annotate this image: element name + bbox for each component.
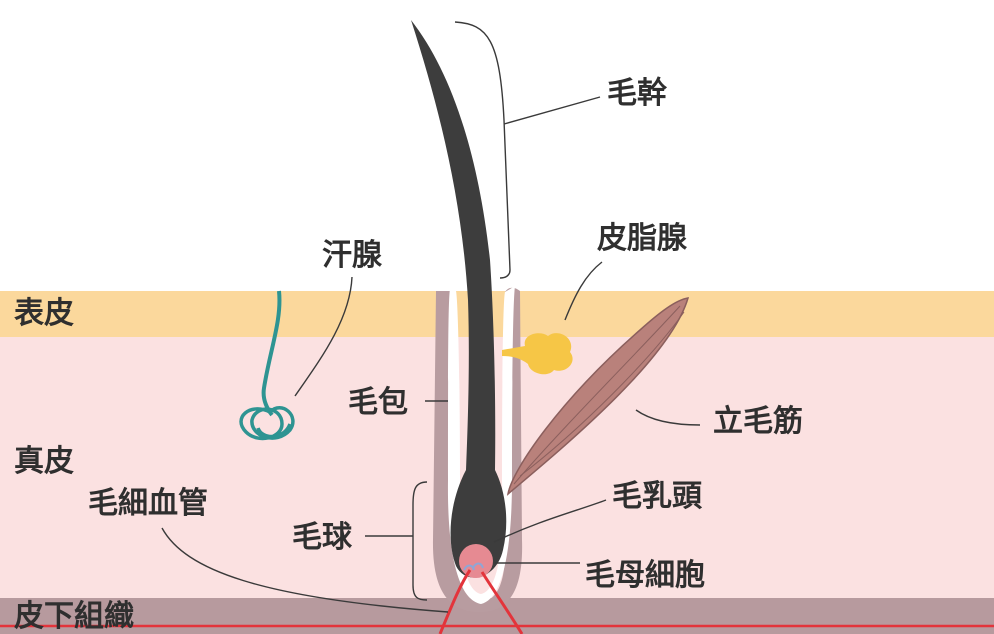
arrector-pili-label: 立毛筋 — [713, 404, 803, 439]
muscle-fiber — [519, 311, 685, 477]
dermal-papilla-label: 毛乳頭 — [612, 479, 703, 514]
muscle-fiber — [513, 305, 681, 485]
sebaceous-gland-label: 皮脂腺 — [597, 221, 688, 256]
bulb-bracket — [412, 481, 428, 601]
dermal-papilla — [459, 544, 493, 578]
arrector-pili-muscle — [506, 297, 690, 496]
hair-shaft-label: 毛幹 — [607, 76, 668, 111]
sweat-gland-coil — [239, 406, 295, 441]
capillary-label: 毛細血管 — [88, 486, 208, 521]
hair-shaft-leader — [503, 96, 601, 125]
matrix-cells-icon — [463, 562, 484, 571]
epidermis-label: 表皮 — [14, 296, 74, 331]
follicle-lining — [447, 286, 515, 604]
dermis-label: 真皮 — [14, 444, 74, 479]
hair-shaft-bracket — [454, 21, 511, 279]
subcutaneous-label: 皮下組織 — [14, 599, 134, 634]
sebaceous-gland — [502, 333, 573, 375]
hair-matrix-label: 毛母細胞 — [585, 558, 705, 593]
sweat-gland-label: 汗腺 — [322, 238, 383, 273]
hair-strand — [411, 20, 507, 578]
sebaceous-leader — [564, 261, 603, 321]
arrector-leader — [635, 409, 701, 426]
capillary-leader — [161, 527, 449, 613]
hair-bulb-label: 毛球 — [292, 520, 353, 555]
epidermis-layer — [0, 291, 994, 337]
sweat-gland-leader — [294, 276, 353, 397]
hair-follicle-label: 毛包 — [348, 385, 408, 420]
papilla-leader — [493, 499, 607, 543]
